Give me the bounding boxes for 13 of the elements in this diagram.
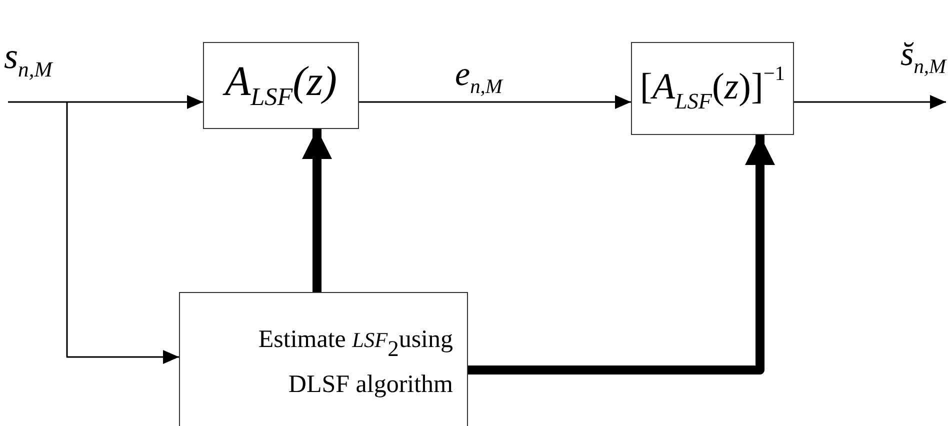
transfer-function: A$_{LSF}$(z): [225, 60, 337, 110]
arrow: [794, 95, 946, 109]
arrow: [359, 95, 631, 109]
edge-label: e$_{n,M}$: [455, 58, 502, 98]
thick-arrow: [302, 129, 332, 292]
process-box: [179, 292, 468, 426]
signal-label: s̆$_{n,M}$: [900, 38, 946, 78]
transfer-function: [A$_{LSF}$(z)]$^{−1}$: [640, 64, 785, 113]
signal-label: s$_{n,M}$: [4, 38, 52, 82]
process-box: [203, 42, 359, 129]
process-box: [631, 42, 794, 135]
arrow: [8, 95, 203, 109]
arrow: [66, 102, 179, 364]
